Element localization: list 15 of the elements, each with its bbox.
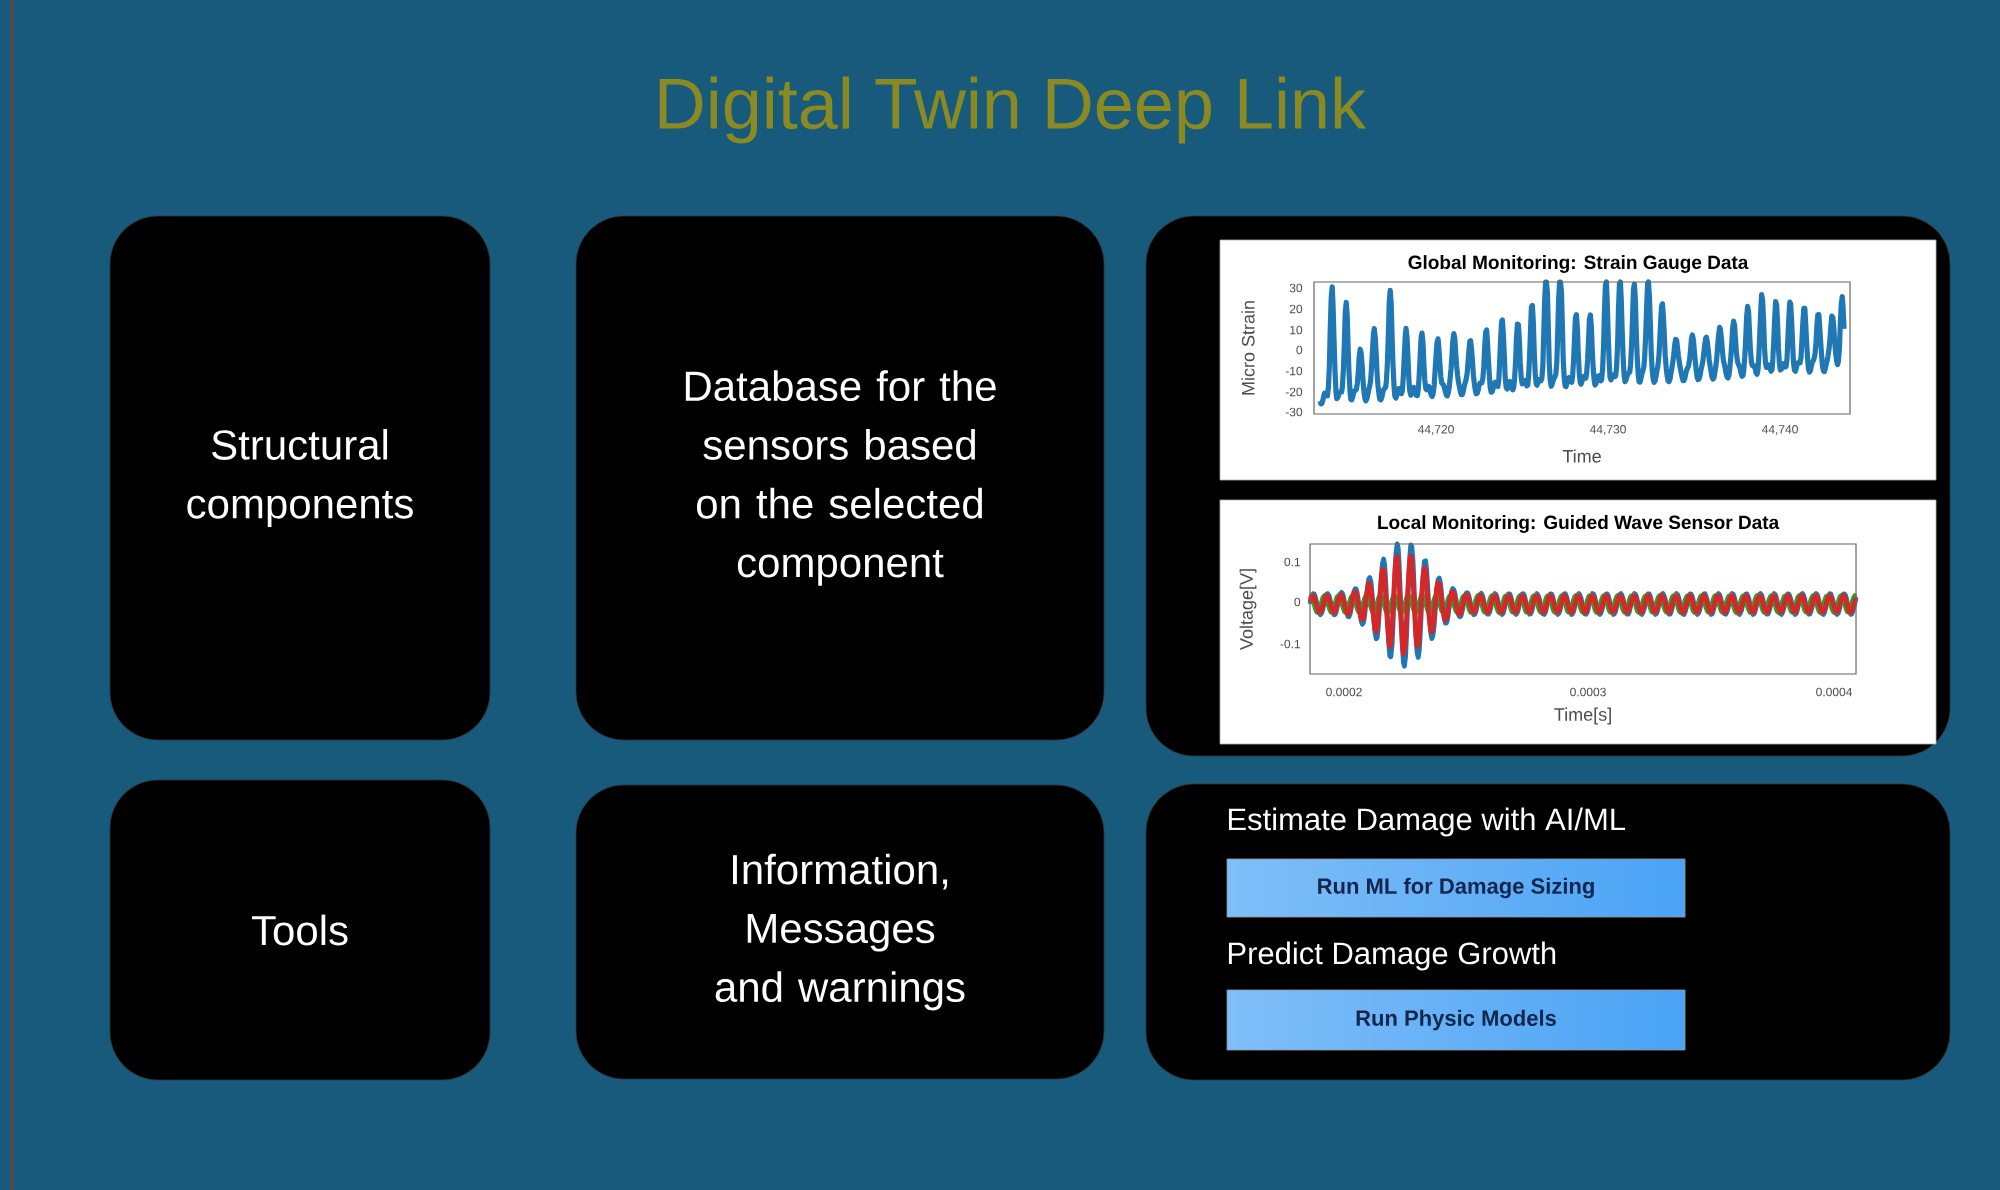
- text-box: Structural components: [109, 215, 491, 741]
- panel-heading: Predict Damage Growth: [1228, 941, 1556, 971]
- axis-label: Time[s]: [1554, 707, 1611, 725]
- button: Run ML for Damage Sizing: [1226, 858, 1686, 918]
- chart-title: Global Monitoring: Strain Gauge Data: [1408, 255, 1749, 273]
- axis-label: Voltage[V]: [1239, 569, 1257, 650]
- text-box: Tools: [109, 779, 491, 1081]
- axis-label: Micro Strain: [1241, 301, 1255, 395]
- title: Digital Twin Deep Link: [659, 76, 1367, 144]
- button: Run Physic Models: [1226, 989, 1686, 1051]
- panel-heading: Estimate Damage with AI/ML: [1228, 807, 1626, 837]
- chart-title: Local Monitoring: Guided Wave Sensor Data: [1378, 515, 1780, 533]
- text-box: Database for the sensors based on the selected component: [575, 215, 1105, 741]
- axis-label: Time: [1562, 449, 1601, 463]
- text-box: Information, Messages and warnings: [575, 784, 1105, 1080]
